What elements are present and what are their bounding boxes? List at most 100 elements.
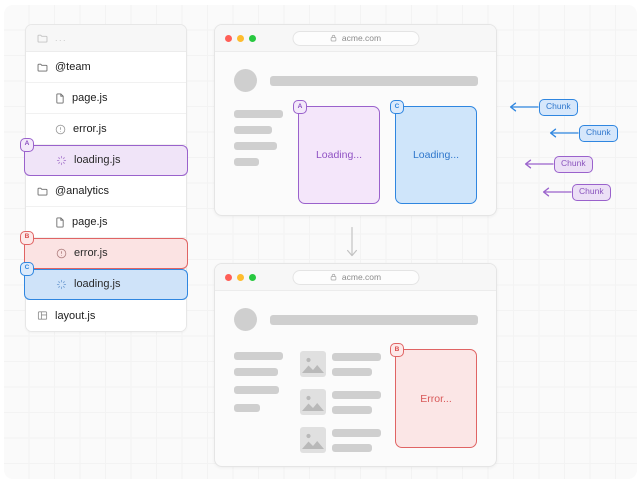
browser-chrome: acme.com [215, 25, 496, 52]
file-tree-row-error-analytics[interactable]: B error.js [20, 230, 188, 269]
file-tree-row-analytics[interactable]: @analytics [26, 176, 186, 207]
file-icon [55, 216, 65, 228]
file-tree-label: loading.js [74, 154, 121, 166]
file-tree-row-loading-analytics[interactable]: C loading.js [20, 261, 188, 300]
text-skeleton [234, 404, 260, 412]
browser-chrome: acme.com [215, 264, 496, 291]
marker-badge-b: B [390, 343, 404, 357]
file-tree-header-label: ... [55, 32, 68, 43]
minimize-button[interactable] [237, 273, 244, 281]
chunk-item: Chunk [542, 184, 611, 201]
image-placeholder [300, 351, 326, 377]
file-tree-row-loading-team[interactable]: A loading.js [20, 137, 188, 176]
text-skeleton [332, 368, 372, 376]
image-placeholder [300, 427, 326, 453]
layout-icon [37, 310, 48, 321]
file-tree-header: ... [26, 25, 186, 52]
text-skeleton [234, 126, 272, 134]
marker-badge-c: C [20, 261, 34, 276]
text-skeleton [234, 386, 279, 394]
avatar-skeleton [234, 308, 257, 331]
chunk-item: Chunk [549, 125, 618, 142]
folder-icon [37, 33, 48, 44]
file-tree-label: @team [55, 61, 91, 73]
file-tree-row-page-team[interactable]: page.js [26, 83, 186, 114]
marker-badge-c: C [390, 100, 404, 114]
file-tree-highlight-b[interactable]: B error.js [20, 230, 188, 269]
text-skeleton [234, 352, 283, 360]
text-skeleton [332, 429, 381, 437]
text-skeleton [332, 353, 381, 361]
arrow-left-icon [524, 159, 554, 169]
file-tree-row-page-analytics[interactable]: page.js [26, 207, 186, 238]
spinner-icon [56, 279, 67, 290]
text-skeleton [332, 391, 381, 399]
chunk-label[interactable]: Chunk [554, 156, 593, 173]
close-button[interactable] [225, 34, 232, 42]
browser-window-loading: acme.com A Loading... C Loading [214, 24, 497, 216]
file-tree-row-layout[interactable]: layout.js [26, 300, 186, 331]
file-tree-row-team[interactable]: @team [26, 52, 186, 83]
file-tree-label: page.js [72, 216, 108, 228]
file-tree-row-error-team[interactable]: error.js [26, 114, 186, 145]
browser-content-bottom: B Error... [215, 291, 496, 466]
url-bar[interactable]: acme.com [292, 269, 419, 285]
chunk-item: Chunk [509, 99, 578, 116]
minimize-button[interactable] [237, 34, 244, 42]
file-icon [55, 92, 65, 104]
arrow-left-icon [542, 187, 572, 197]
maximize-button[interactable] [249, 34, 256, 42]
file-tree-label: error.js [74, 247, 108, 259]
header-skeleton [270, 315, 478, 325]
lock-icon [330, 273, 338, 281]
browser-content-top: A Loading... C Loading... [215, 52, 496, 215]
marker-badge-a: A [293, 100, 307, 114]
file-tree-label: @analytics [55, 185, 109, 197]
folder-icon [37, 62, 48, 73]
text-skeleton [234, 158, 259, 166]
file-tree-label: loading.js [74, 278, 121, 290]
text-skeleton [234, 368, 278, 376]
file-tree: ... @team page.js [20, 24, 188, 332]
maximize-button[interactable] [249, 273, 256, 281]
traffic-lights [225, 34, 256, 42]
chunk-label[interactable]: Chunk [579, 125, 618, 142]
arrow-left-icon [549, 128, 579, 138]
url-text: acme.com [341, 33, 382, 43]
panel-loading-a[interactable]: A Loading... [293, 100, 380, 204]
close-button[interactable] [225, 273, 232, 281]
file-tree-label: page.js [72, 92, 108, 104]
file-tree-highlight-a[interactable]: A loading.js [20, 137, 188, 176]
chunk-item: Chunk [524, 156, 593, 173]
lock-icon [330, 34, 338, 42]
text-skeleton [234, 142, 277, 150]
chunk-label[interactable]: Chunk [572, 184, 611, 201]
alert-circle-icon [56, 248, 67, 259]
panel-loading-c[interactable]: C Loading... [390, 100, 477, 204]
panel-label: Loading... [412, 149, 460, 161]
file-tree-label: layout.js [55, 309, 96, 322]
alert-circle-icon [55, 124, 66, 135]
url-bar[interactable]: acme.com [292, 30, 419, 46]
chunk-label[interactable]: Chunk [539, 99, 578, 116]
file-tree-highlight-c[interactable]: C loading.js [20, 261, 188, 300]
arrow-left-icon [509, 102, 539, 112]
image-placeholder [300, 389, 326, 415]
avatar-skeleton [234, 69, 257, 92]
marker-badge-b: B [20, 230, 34, 245]
panel-label: Loading... [315, 149, 363, 161]
traffic-lights [225, 273, 256, 281]
panel-label: Error... [420, 392, 452, 405]
arrow-down-icon [345, 226, 359, 257]
panel-error-b[interactable]: B Error... [390, 343, 477, 448]
text-skeleton [332, 406, 372, 414]
marker-badge-a: A [20, 137, 34, 152]
file-tree-label: error.js [73, 123, 107, 135]
text-skeleton [234, 110, 283, 118]
folder-icon [37, 186, 48, 197]
url-text: acme.com [341, 272, 382, 282]
header-skeleton [270, 76, 478, 86]
spinner-icon [56, 155, 67, 166]
canvas: ... @team page.js [4, 5, 637, 479]
text-skeleton [332, 444, 372, 452]
